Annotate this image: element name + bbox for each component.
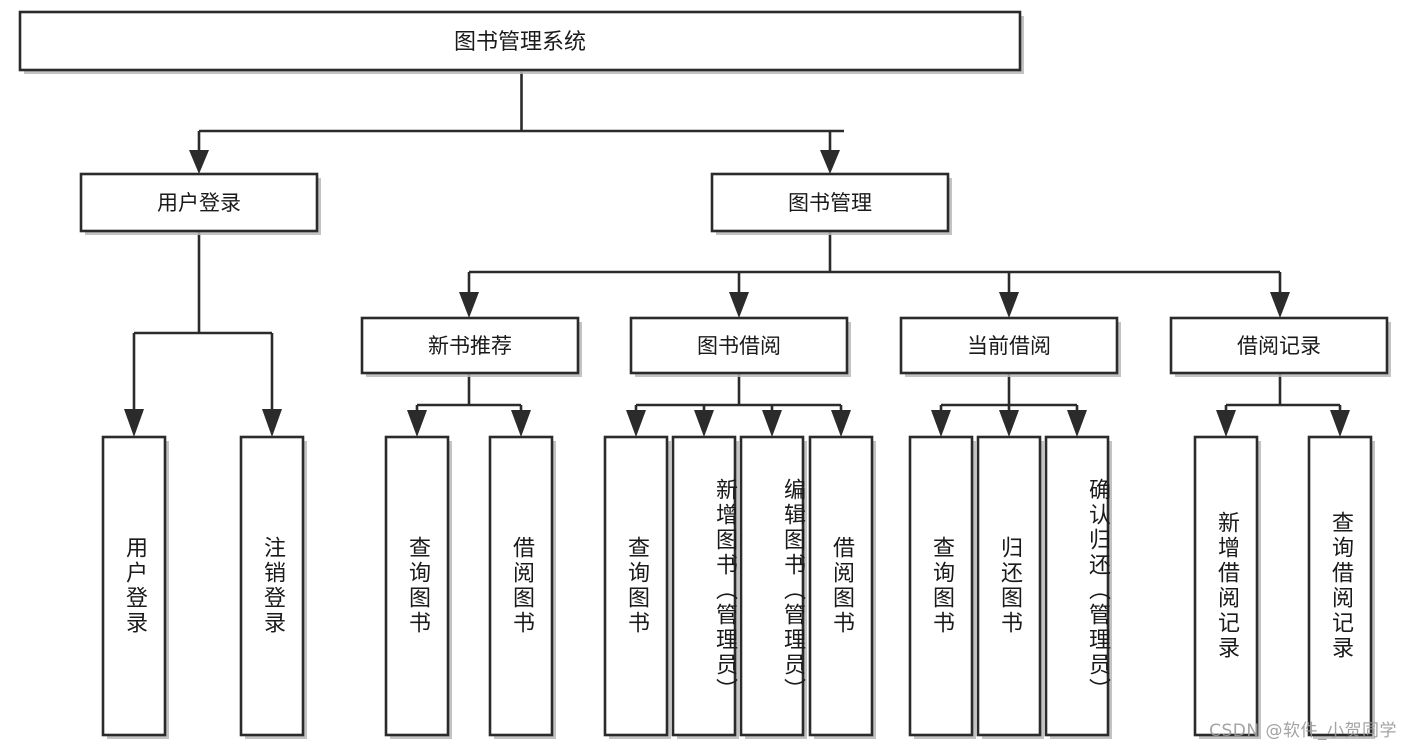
leaf-book-borrow-query[interactable] [603, 435, 669, 737]
arrow-head-leaf-cb-0 [931, 410, 951, 437]
node-root-label: 图书管理系统 [454, 30, 586, 55]
arrow-head-leaf-nbr-0 [407, 410, 427, 437]
node-borrow-record-label: 借阅记录 [1237, 334, 1321, 358]
arrow-head-leaf-br-0 [1216, 410, 1236, 437]
arrow-head-leaf-user-login-0 [124, 409, 144, 437]
node-current-borrow[interactable] [899, 316, 1119, 375]
arrow-head-leaf-bb-3 [831, 410, 851, 437]
leaf-book-borrow-add[interactable] [671, 435, 737, 737]
arrow-head-book-mgmt [820, 150, 840, 174]
node-layer: 图书管理系统 用户登录 图书管理 新书推荐 图书借阅 当前借阅 借阅记录 [18, 10, 1391, 739]
leaf-current-borrow-confirm[interactable] [1044, 435, 1110, 737]
node-book-management-label: 图书管理 [788, 191, 872, 215]
leaf-book-borrow-edit[interactable] [739, 435, 805, 737]
leaf-new-book-query[interactable] [384, 435, 450, 737]
node-root[interactable] [18, 10, 1022, 72]
watermark-text: CSDN @软件_小贺同学 [1209, 721, 1397, 741]
leaf-borrow-record-add[interactable] [1193, 435, 1259, 737]
leaf-current-borrow-return[interactable] [976, 435, 1042, 737]
leaf-user-login-login[interactable] [101, 435, 167, 737]
leaf-book-borrow-borrow[interactable] [808, 435, 874, 737]
arrow-head-l3-3 [1270, 292, 1290, 318]
node-book-borrow[interactable] [629, 316, 849, 375]
leaf-new-book-borrow[interactable] [488, 435, 554, 737]
node-current-borrow-label: 当前借阅 [967, 334, 1051, 358]
arrow-head-l3-2 [999, 292, 1019, 318]
node-user-login-label: 用户登录 [157, 191, 241, 215]
connector-layer [124, 72, 1350, 437]
leaf-current-borrow-query[interactable] [908, 435, 974, 737]
leaf-borrow-record-query[interactable] [1307, 435, 1373, 737]
node-book-management[interactable] [710, 172, 950, 233]
node-new-book-recommend-label: 新书推荐 [428, 334, 512, 358]
node-borrow-record[interactable] [1169, 316, 1389, 375]
arrow-head-leaf-br-1 [1330, 410, 1350, 437]
node-book-borrow-label: 图书借阅 [697, 334, 781, 358]
arrow-head-user-login [189, 150, 209, 174]
leaf-user-login-logout[interactable] [239, 435, 305, 737]
arrow-head-leaf-user-login-1 [262, 409, 282, 437]
arrow-head-leaf-nbr-1 [511, 410, 531, 437]
arrow-head-leaf-cb-2 [1067, 410, 1087, 437]
arrow-head-leaf-bb-2 [762, 410, 782, 437]
arrow-head-leaf-bb-1 [694, 410, 714, 437]
arrow-head-leaf-cb-1 [999, 410, 1019, 437]
node-user-login[interactable] [79, 172, 319, 233]
node-new-book-recommend[interactable] [360, 316, 580, 375]
arrow-head-l3-1 [729, 292, 749, 318]
arrow-head-leaf-bb-0 [626, 410, 646, 437]
arrow-head-l3-0 [459, 292, 479, 318]
